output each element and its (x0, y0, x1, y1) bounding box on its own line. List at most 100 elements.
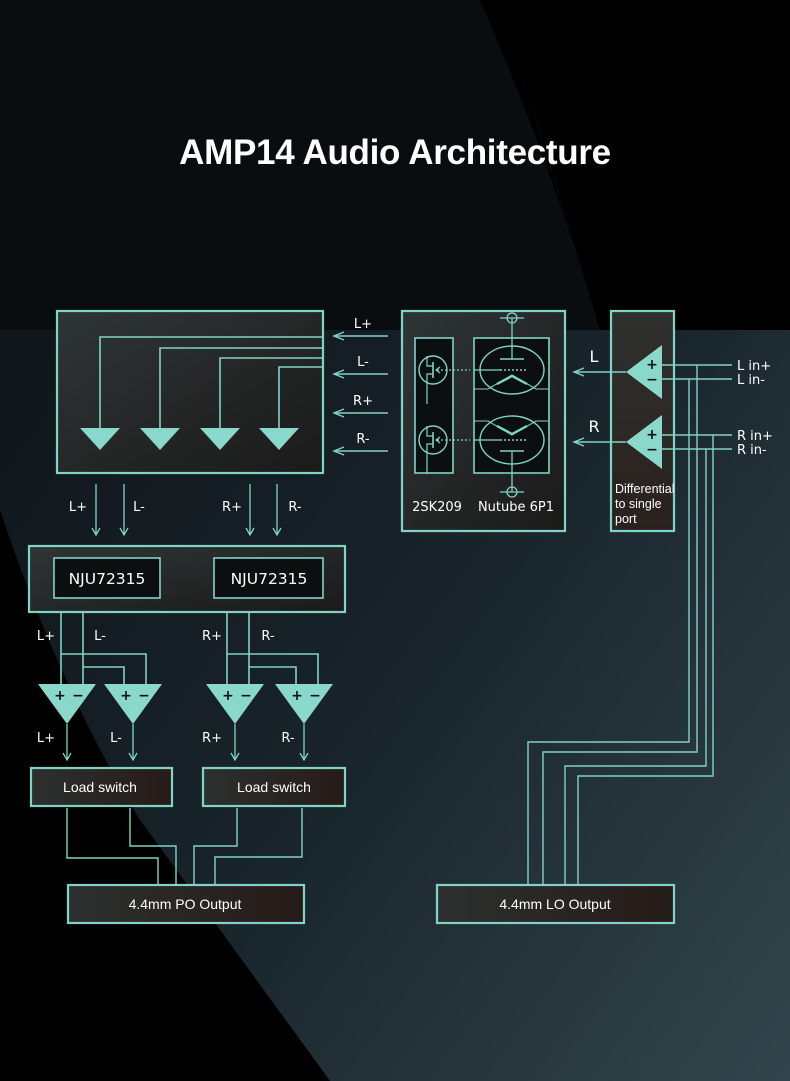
volume-chip-label: NJU72315 (231, 570, 308, 588)
diff-input-label: L in+ (737, 359, 771, 374)
jfet-source (426, 443, 433, 474)
splitter-block (55, 309, 325, 475)
driver-wire (249, 666, 297, 690)
volume-chip-left (53, 557, 161, 599)
opamp-triangle-icon (626, 345, 662, 399)
plus-sign: + (291, 688, 303, 704)
diff-input-label: R in+ (737, 429, 773, 444)
channel-out-label: L (590, 347, 599, 366)
signal-label: R- (288, 500, 302, 515)
input-arrow-icon-head (332, 446, 345, 456)
plus-sign: + (646, 357, 658, 373)
input-arrow-icon-head (332, 408, 345, 418)
driver-in-label: R+ (202, 629, 222, 644)
jfet-label: 2SK209 (412, 500, 462, 515)
driver-out-arrow-icon-head (128, 752, 138, 762)
signal-label: R+ (222, 500, 242, 515)
driver-out-arrow-icon-head (62, 752, 72, 762)
driver-out-label: R+ (202, 731, 222, 746)
signal-arrow-icon-head (272, 527, 282, 537)
splitter-wire (219, 357, 323, 430)
lo-route-wire (564, 449, 707, 885)
opamp-triangle-icon (626, 415, 662, 469)
diff-block-label: to single (615, 497, 662, 511)
buffer-triangle-icon (140, 428, 180, 450)
background-upper-dark (0, 0, 600, 330)
input-arrow-icon-head (332, 331, 345, 341)
po-output-box (66, 883, 306, 925)
load-switch-left (29, 766, 174, 808)
driver-in-label: L- (94, 629, 106, 644)
volume-chip-right (213, 557, 324, 599)
jfet-source (426, 373, 433, 404)
buffer-triangle-icon (80, 428, 120, 450)
driver-out-label: R- (281, 731, 295, 746)
minus-sign: − (646, 372, 658, 388)
diff-block-label: port (615, 512, 637, 526)
lo-output-box (435, 883, 676, 925)
input-arrow-icon-head (332, 369, 345, 379)
driver-out-arrow-icon-head (230, 752, 240, 762)
driver-out-label: L- (110, 731, 122, 746)
splitter-wire (99, 336, 323, 430)
input-label: L- (357, 355, 369, 370)
minus-sign: − (72, 688, 84, 704)
lo-route-wire (542, 365, 698, 885)
nutube-label: Nutube 6P1 (478, 500, 554, 515)
volume-chip-label: NJU72315 (69, 570, 146, 588)
jfet-gate-arrow-icon (435, 436, 441, 444)
lo-route-wire (577, 435, 714, 885)
load-switch-label: Load switch (63, 779, 137, 795)
plus-sign: + (120, 688, 132, 704)
background-dark-wedge (0, 510, 330, 1081)
diff-block-label: Differential (615, 482, 675, 496)
signal-label: L- (133, 500, 145, 515)
minus-sign: − (309, 688, 321, 704)
jfet-panel (414, 337, 454, 474)
splitter-wire (278, 366, 323, 430)
driver-wire (83, 666, 125, 690)
driver-wire (227, 653, 319, 690)
driver-amp-triangle-icon (104, 684, 162, 724)
page-title: AMP14 Audio Architecture (179, 133, 611, 172)
splitter-wire (159, 347, 323, 430)
minus-sign: − (138, 688, 150, 704)
driver-amp-triangle-icon (275, 684, 333, 724)
lo-route-wire (527, 379, 690, 885)
jfet-gate-arrow-icon (435, 366, 441, 374)
signal-arrow-icon-head (245, 527, 255, 537)
input-label: R+ (353, 394, 373, 409)
driver-out-arrow-icon-head (299, 752, 309, 762)
driver-amp-triangle-icon (38, 684, 96, 724)
driver-wire (61, 653, 147, 690)
minus-sign: − (646, 442, 658, 458)
triode-filament-leads (474, 420, 549, 436)
plus-sign: + (222, 688, 234, 704)
signal-arrow-icon-head (119, 527, 129, 537)
lo-output-label: 4.4mm LO Output (499, 896, 610, 912)
driver-out-label: L+ (37, 731, 55, 746)
input-label: L+ (354, 317, 372, 332)
po-route-wire (214, 808, 303, 885)
po-route-wire (129, 808, 177, 885)
buffer-triangle-icon (200, 428, 240, 450)
channel-out-arrow-icon-head (572, 367, 585, 377)
driver-in-label: L+ (37, 629, 55, 644)
plus-sign: + (646, 427, 658, 443)
jfet-drain (426, 426, 433, 437)
load-switch-right (201, 766, 347, 808)
plus-sign: + (54, 688, 66, 704)
signal-label: L+ (69, 500, 87, 515)
po-output-label: 4.4mm PO Output (129, 896, 242, 912)
po-route-wire (193, 808, 238, 885)
channel-out-label: R (588, 417, 599, 436)
diff-input-label: R in- (737, 443, 767, 458)
driver-in-label: R- (261, 629, 275, 644)
diff-input-label: L in- (737, 373, 765, 388)
minus-sign: − (240, 688, 252, 704)
jfet-drain (426, 356, 433, 367)
triode-filament-leads (474, 374, 549, 390)
load-switch-label: Load switch (237, 779, 311, 795)
